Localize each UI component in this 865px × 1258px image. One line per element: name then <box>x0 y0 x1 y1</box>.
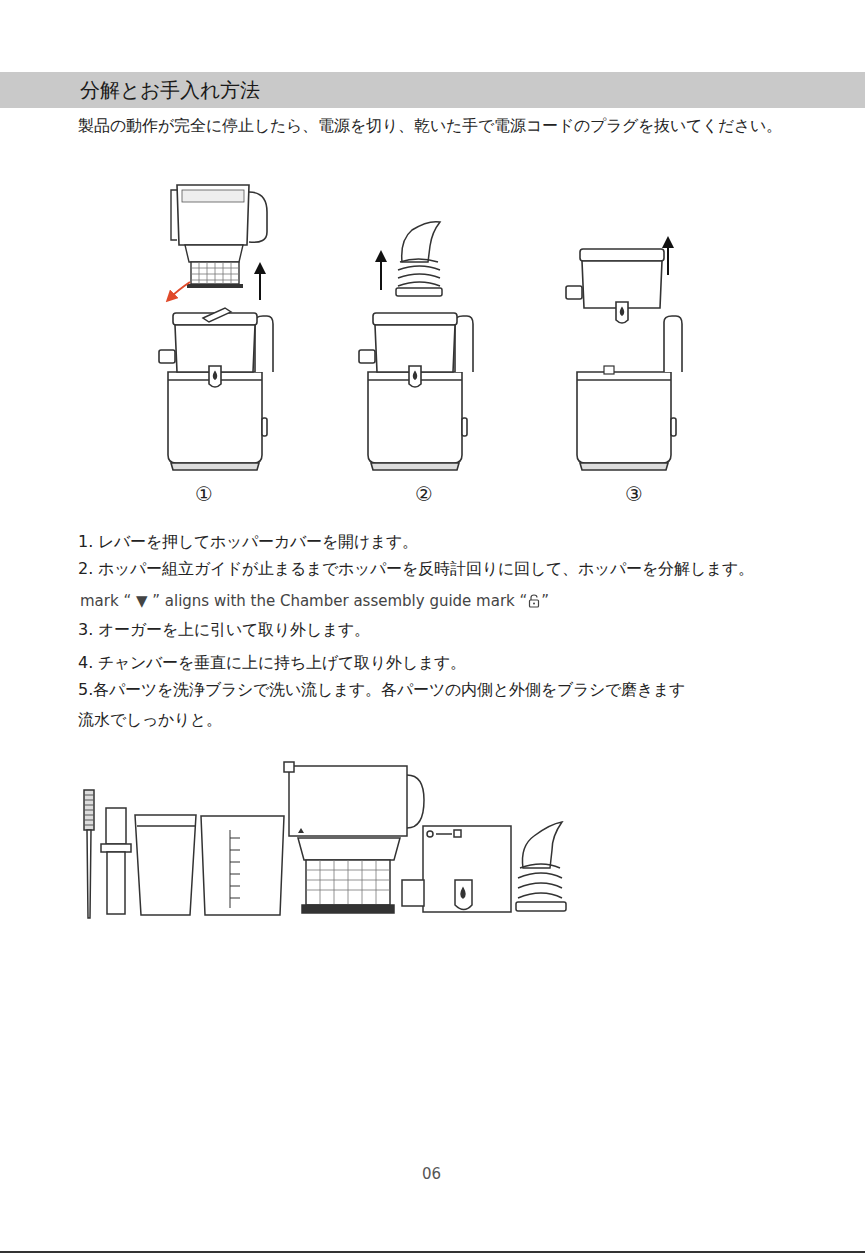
callout-number: ② <box>415 482 433 506</box>
section-heading: 分解とお手入れ方法 <box>80 77 260 104</box>
callout-number: ① <box>195 482 213 506</box>
title-band: 分解とお手入れ方法 <box>0 72 865 108</box>
step-text: 3. オーガーを上に引いて取り外します。 <box>78 620 370 639</box>
note-text: mark “ ▼ ” aligns with the Chamber assem… <box>80 592 527 610</box>
unlock-icon <box>528 594 540 608</box>
step-text: 2. ホッパー組立ガイドが止まるまでホッパーを反時計回りに回して、ホッパーを分解… <box>78 559 754 578</box>
step-text: 流水でしっかりと。 <box>78 710 222 729</box>
instruction-text: 製品の動作が完全に停止したら、電源を切り、乾いた手で電源コードのプラグを抜いてく… <box>78 116 782 135</box>
note-row: mark “ ▼ ” aligns with the Chamber assem… <box>80 592 549 610</box>
step-text: 4. チャンバーを垂直に上に持ち上げて取り外します。 <box>78 653 466 672</box>
note-text: ” <box>541 592 549 610</box>
step-text: 5.各パーツを洗浄ブラシで洗い流します。各パーツの内側と外側をブラシで磨きます <box>78 680 685 699</box>
page-number: 06 <box>422 1165 441 1183</box>
step-text: 1. レバーを押してホッパーカバーを開けます。 <box>78 532 418 551</box>
callout-number: ③ <box>625 482 643 506</box>
